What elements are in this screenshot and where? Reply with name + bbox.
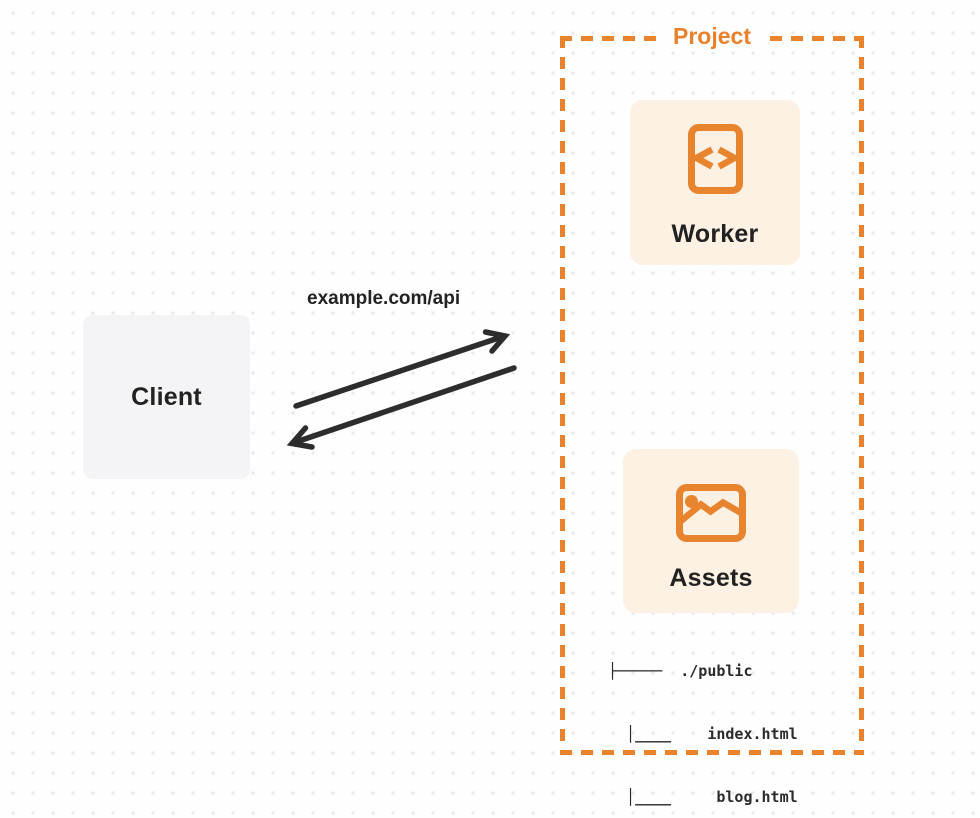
request-url-label: example.com/api (307, 288, 461, 309)
client-node: Client (83, 315, 250, 479)
assets-node: Assets (623, 449, 799, 613)
client-label: Client (131, 382, 202, 411)
file-tree-root-line: ├───── ./public (608, 662, 753, 680)
response-arrow-head (286, 425, 315, 450)
worker-label: Worker (671, 220, 759, 248)
request-arrow-head (482, 329, 511, 354)
assets-file-tree: ├───── ./public │____ index.html │____ b… (608, 619, 798, 818)
project-boundary: Project Worker Assets ├─ (560, 20, 864, 806)
image-icon (676, 484, 746, 542)
project-label: Project (663, 20, 761, 52)
worker-node: Worker (630, 100, 800, 265)
request-arrow-shaft (293, 333, 506, 409)
file-tree-line: │____ index.html (608, 725, 798, 743)
response-arrow-shaft (290, 365, 517, 446)
file-tree-line: │____ blog.html (608, 788, 798, 806)
assets-label: Assets (669, 564, 753, 592)
code-icon (687, 124, 743, 194)
